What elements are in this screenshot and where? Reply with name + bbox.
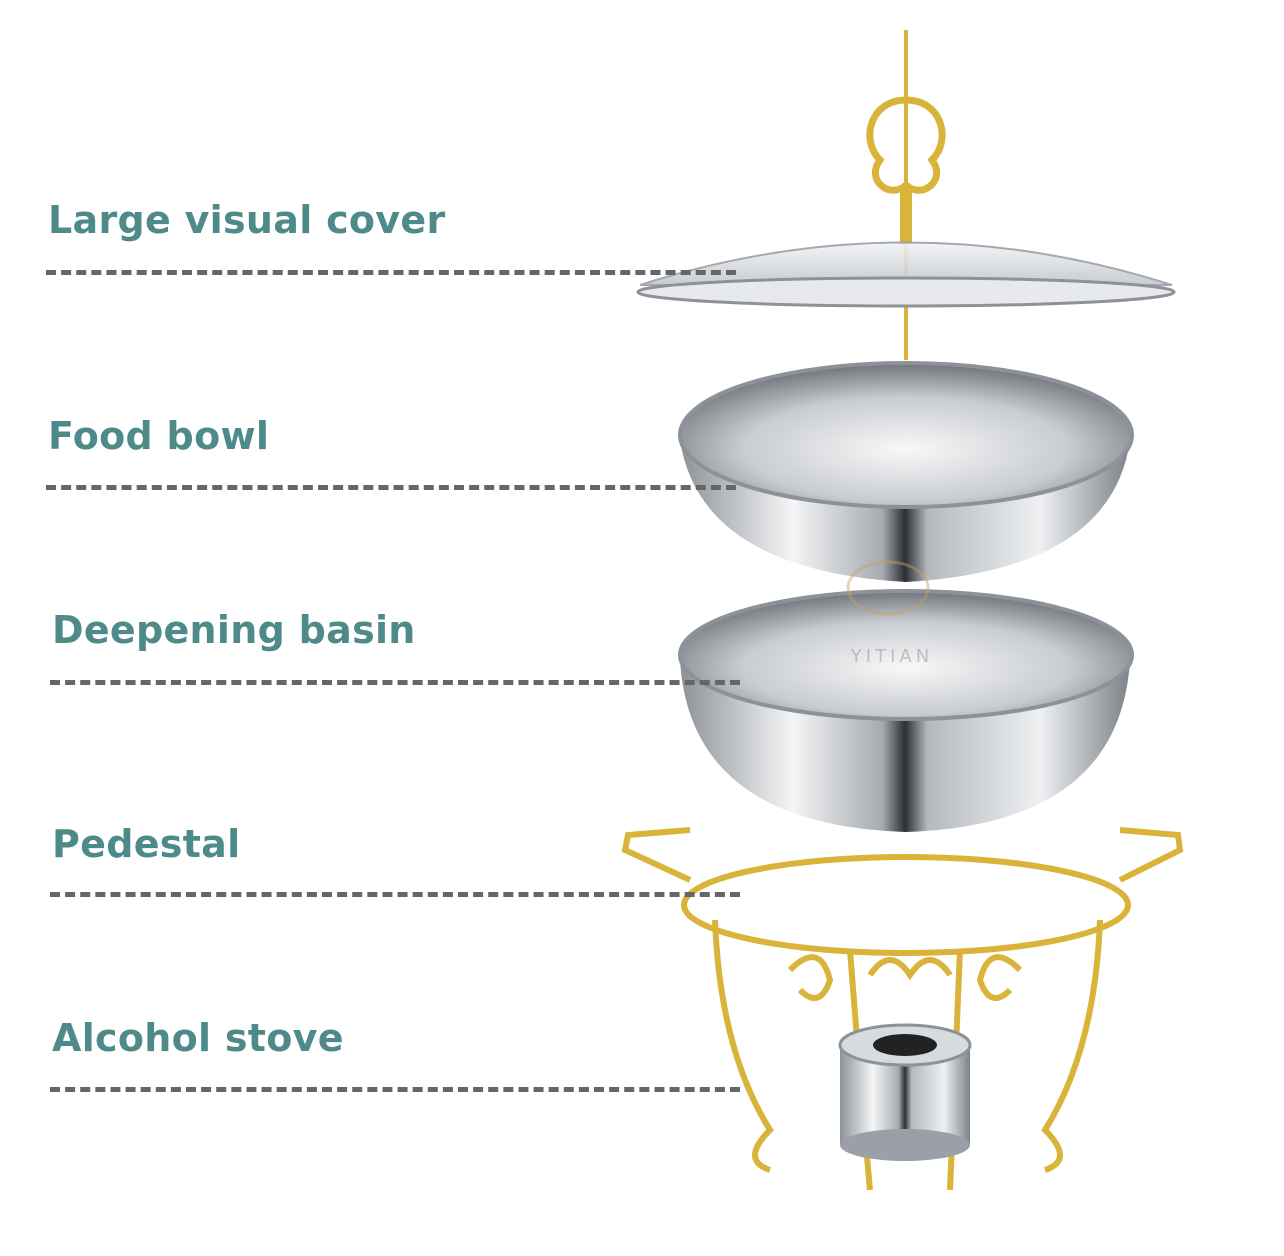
- label-pedestal: Pedestal: [52, 822, 241, 866]
- leader-line-food-bowl: [46, 485, 736, 490]
- large-visual-cover: [636, 241, 1176, 308]
- watermark-logo: YITIAN: [846, 560, 933, 667]
- label-large-visual-cover: Large visual cover: [48, 198, 446, 242]
- cover-handle: [866, 30, 946, 360]
- leader-line-pedestal: [50, 892, 740, 897]
- watermark-text: YITIAN: [850, 646, 933, 667]
- deepening-basin: [678, 589, 1134, 832]
- label-alcohol-stove: Alcohol stove: [52, 1016, 344, 1060]
- alcohol-stove: [838, 1023, 972, 1161]
- leader-line-basin: [50, 680, 740, 685]
- leader-line-stove: [50, 1087, 740, 1092]
- food-bowl: [678, 361, 1134, 582]
- leader-line-cover: [46, 270, 736, 275]
- label-food-bowl: Food bowl: [48, 414, 270, 458]
- label-deepening-basin: Deepening basin: [52, 608, 416, 652]
